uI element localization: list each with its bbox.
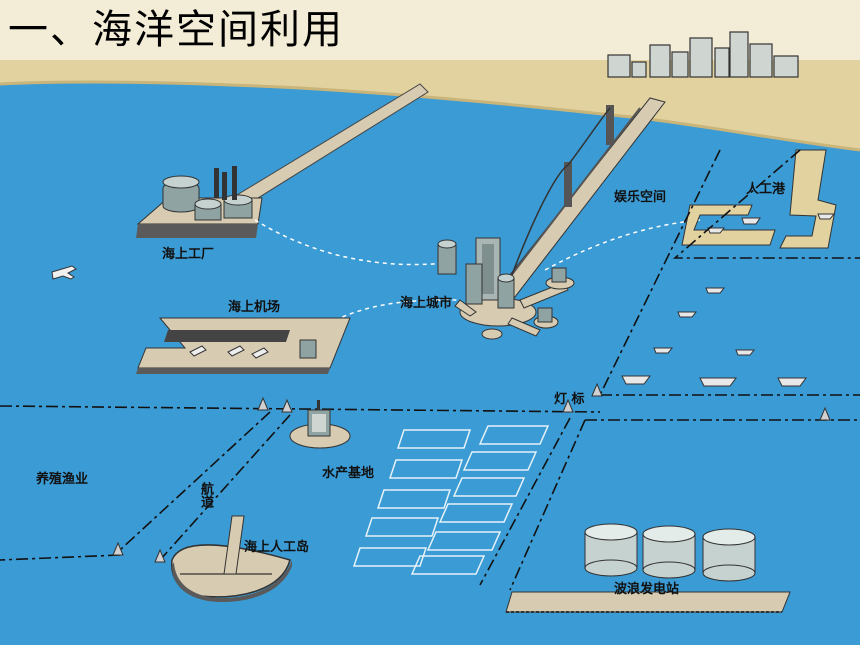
fish-pens [352,425,550,575]
page-title: 一、海洋空间利用 [8,7,344,53]
label-artificial-island: 海上人工岛 [244,540,310,555]
label-aquaculture-base: 水产基地 [322,466,375,481]
label-artificial-harbor: 人工港 [746,182,786,197]
navigation-buoys [112,382,831,563]
label-fishery: 养殖渔业 [36,472,89,487]
shoreline [0,58,860,150]
sea-factory [136,166,263,238]
sea-city [437,237,575,340]
label-sea-city: 海上城市 [400,296,453,311]
label-channel: 航道 [198,482,213,508]
artificial-harbor [681,149,837,249]
coastal-city-skyline [607,31,799,78]
aquaculture-base [289,400,351,449]
shoreline-edge [0,80,860,152]
wave-power-station [505,523,791,613]
cable-factory-city [254,219,456,266]
label-sea-factory: 海上工厂 [162,247,215,262]
channel-lines [0,149,860,591]
label-lighthouse: 灯 标 [554,392,585,407]
cable-airport-city [334,299,459,321]
label-sea-airport: 海上机场 [228,300,281,315]
label-wave-power-station: 波浪发电站 [614,582,680,597]
cable-city-harbor [544,219,701,271]
ships [621,213,836,387]
label-entertainment-space: 娱乐空间 [614,190,667,205]
artificial-island [171,515,292,602]
airplane-icon [51,265,77,280]
sea-airport [136,317,351,374]
